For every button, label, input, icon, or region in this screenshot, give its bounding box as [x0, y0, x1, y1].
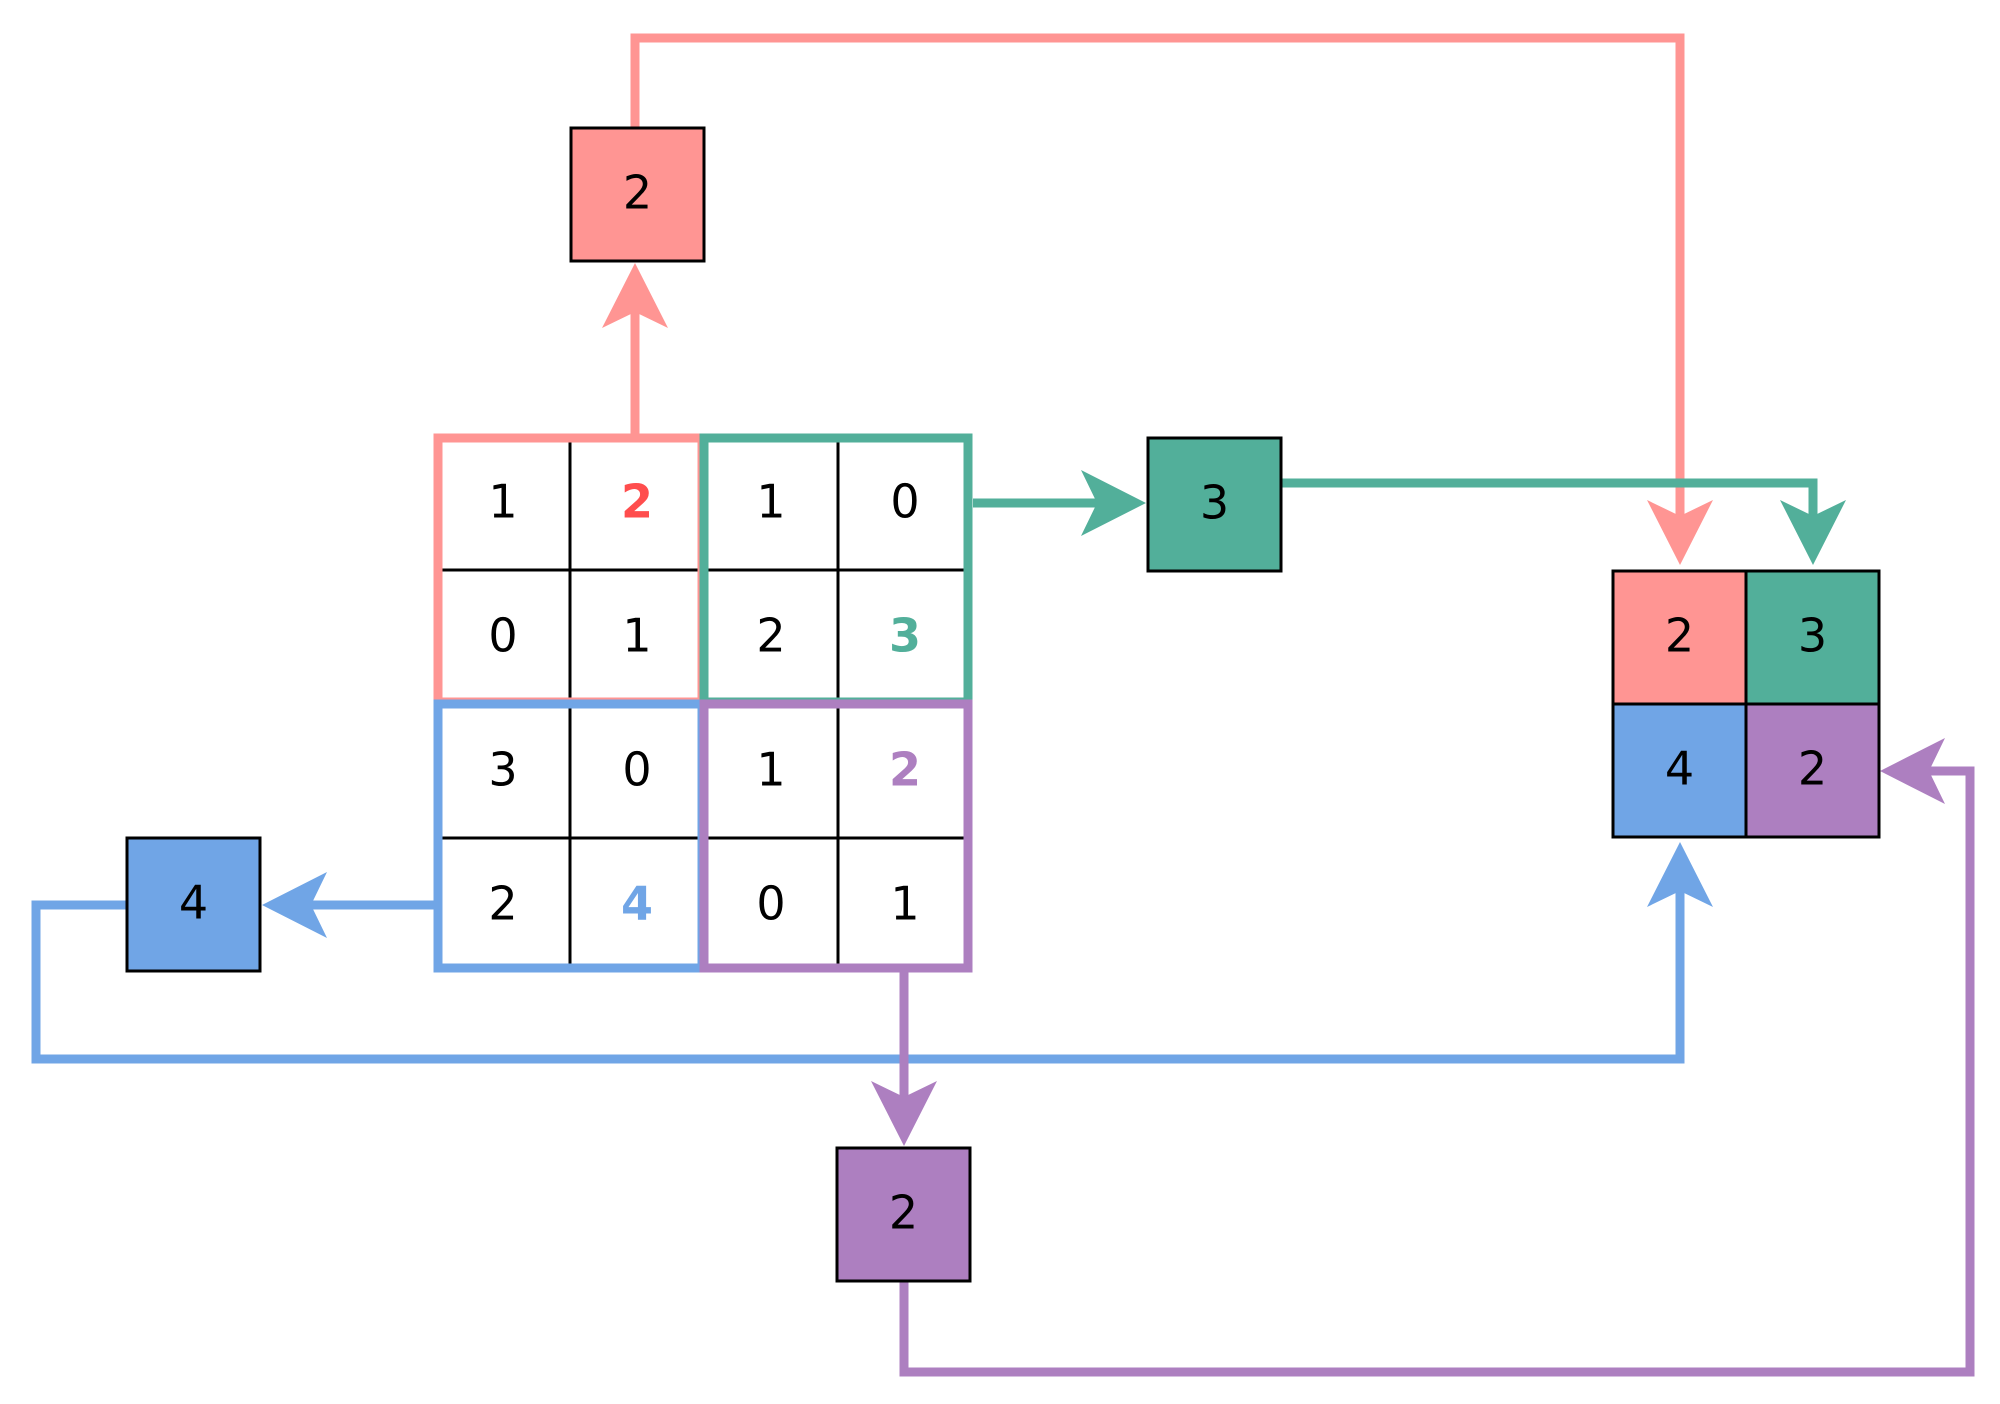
- input-cell-r0c2: 1: [756, 475, 785, 529]
- output-matrix: 2 3 4 2: [1611, 569, 1881, 839]
- input-cell-r2c1: 0: [622, 743, 651, 797]
- green-arrowhead-output: [1780, 500, 1846, 565]
- pooled-box-bottom-right: 2: [835, 1146, 972, 1283]
- pooled-box-top-left: 2: [569, 126, 706, 263]
- purple-arrowhead-down: [871, 1081, 937, 1146]
- blue-arrowhead-output: [1647, 842, 1713, 907]
- red-arrowhead-output: [1647, 500, 1713, 565]
- input-matrix: 1 2 1 0 0 1 2 3 3 0 1 2 2 4 0 1: [433, 433, 973, 973]
- input-cell-r1c0: 0: [488, 609, 517, 663]
- input-cell-r3c0: 2: [488, 877, 517, 931]
- input-cell-r3c3: 1: [890, 877, 919, 931]
- input-cell-r3c1: 4: [621, 877, 653, 931]
- output-cell-r0c0-bg: [1611, 569, 1748, 706]
- input-cell-r2c3: 2: [889, 743, 921, 797]
- green-arrowhead-right: [1081, 470, 1146, 536]
- blue-arrowhead-left: [262, 872, 327, 938]
- input-cell-r1c2: 2: [756, 609, 785, 663]
- input-cell-r3c2: 0: [756, 877, 785, 931]
- output-cell-r1c1: 2: [1798, 742, 1827, 796]
- pooled-value-bottom-right: 2: [889, 1186, 918, 1240]
- input-cell-r0c0: 1: [488, 475, 517, 529]
- input-cell-r2c2: 1: [756, 743, 785, 797]
- output-cell-r1c0-bg: [1611, 702, 1748, 839]
- input-cell-r0c3: 0: [890, 475, 919, 529]
- connectors: [31, 33, 1975, 1377]
- blue-route-to-output: [31, 880, 1685, 1064]
- pooled-value-bottom-left: 4: [179, 876, 208, 930]
- input-cell-r2c0: 3: [488, 743, 517, 797]
- red-route-to-output: [630, 33, 1685, 525]
- input-cell-r1c1: 1: [622, 609, 651, 663]
- green-route-to-output: [1280, 478, 1818, 525]
- pooled-box-bottom-left: 4: [125, 836, 262, 973]
- output-cell-r0c0: 2: [1665, 609, 1694, 663]
- input-cell-r1c3: 3: [889, 609, 921, 663]
- input-cell-r0c1: 2: [621, 475, 653, 529]
- purple-arrowhead-output: [1880, 738, 1945, 804]
- pooled-value-top-left: 2: [623, 166, 652, 220]
- pooled-value-top-right: 3: [1200, 476, 1229, 530]
- pooled-box-top-right: 3: [1146, 436, 1283, 573]
- output-cell-r1c1-bg: [1744, 702, 1881, 839]
- output-cell-r1c0: 4: [1665, 742, 1694, 796]
- output-cell-r0c1: 3: [1798, 609, 1827, 663]
- red-arrowhead-up: [602, 263, 668, 328]
- purple-route-to-output: [899, 766, 1975, 1377]
- quadrant-bottom-right-outline: [699, 699, 973, 973]
